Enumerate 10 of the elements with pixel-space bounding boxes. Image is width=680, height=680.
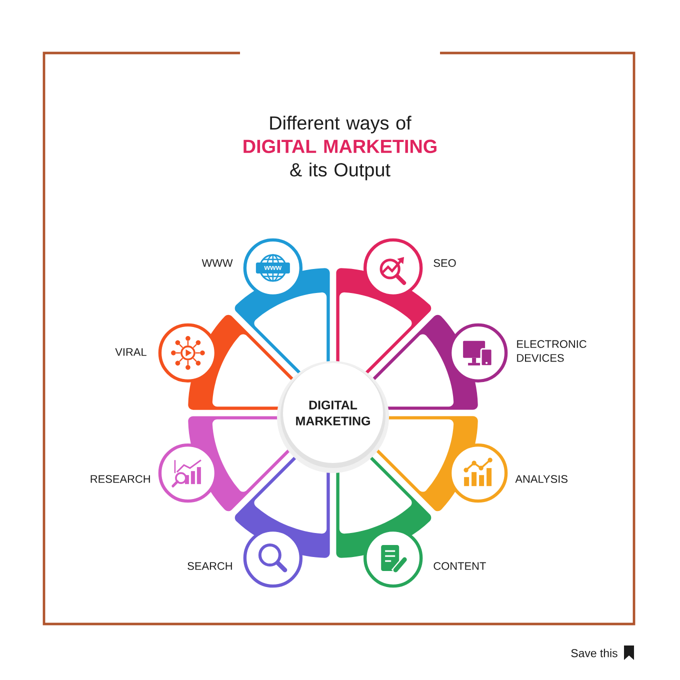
segment-label: ANALYSIS	[515, 475, 568, 483]
segment-label: SEO	[434, 259, 456, 267]
segment-label: SEARCH	[188, 562, 232, 570]
segment-label: WWW	[202, 259, 233, 267]
save-caption: Save this	[571, 648, 618, 658]
segment-label: CONTENT	[434, 562, 486, 570]
segment-label: VIRAL	[115, 348, 146, 356]
diagram-title: Different ways of DIGITAL MARKETING & its Output	[244, 116, 436, 180]
segment-label: RESEARCH	[90, 475, 150, 483]
segment-label: ELECTRONIC DEVICES	[517, 340, 586, 362]
